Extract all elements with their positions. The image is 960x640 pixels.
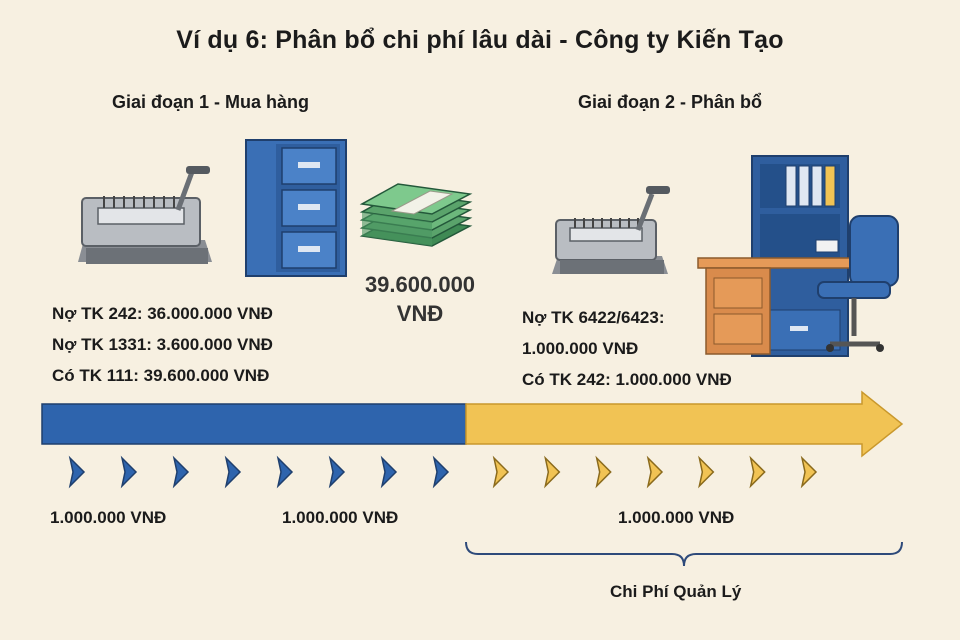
cash-amount: 39.600.000 VNĐ xyxy=(350,270,490,328)
phase-2-arrow xyxy=(465,390,904,458)
phase-1-title: Giai đoạn 1 - Mua hàng xyxy=(112,92,310,112)
tick-marker-blue xyxy=(172,455,190,489)
tick-marker-yellow xyxy=(595,455,612,489)
tick-marker-blue xyxy=(328,455,346,489)
page-title: Ví dụ 6: Phân bổ chi phí lâu dài - Công … xyxy=(176,26,784,54)
entry-debit-6422: Nợ TK 6422/6423: xyxy=(522,308,665,327)
tick-marker-blue xyxy=(120,455,138,489)
cash-stack-icon xyxy=(359,183,473,247)
brace xyxy=(465,541,903,567)
cash-amount-unit: VNĐ xyxy=(396,301,444,326)
tick-marker-blue xyxy=(380,455,398,489)
entry-debit-6422-amount: 1.000.000 VNĐ xyxy=(522,339,639,358)
segment-label-3: 1.000.000 VNĐ xyxy=(618,508,735,527)
tick-marker-yellow xyxy=(698,455,715,489)
phase-1-entries: Nợ TK 242: 36.000.000 VNĐ Nợ TK 1331: 3.… xyxy=(52,298,273,391)
binding-machine-small-icon xyxy=(552,186,670,274)
tick-marker-blue xyxy=(68,455,86,489)
phase-2-title: Giai đoạn 2 - Phân bổ xyxy=(578,92,763,112)
tick-marker-yellow xyxy=(800,455,818,489)
tick-marker-yellow xyxy=(492,455,510,489)
segment-label-2: 1.000.000 VNĐ xyxy=(282,508,399,527)
binding-machine-icon xyxy=(78,166,212,264)
filing-cabinet-icon xyxy=(245,139,347,277)
phase-1-bar xyxy=(41,403,467,445)
entry-credit-242: Có TK 242: 1.000.000 VNĐ xyxy=(522,370,732,389)
brace-label: Chi Phí Quản Lý xyxy=(610,582,742,601)
cash-amount-value: 39.600.000 xyxy=(364,272,476,297)
entry-credit-111: Có TK 111: 39.600.000 VNĐ xyxy=(52,366,270,385)
tick-marker-blue xyxy=(224,455,242,489)
office-desk-icon xyxy=(697,155,899,357)
tick-marker-yellow xyxy=(749,455,766,489)
tick-marker-yellow xyxy=(646,455,664,489)
tick-marker-blue xyxy=(276,455,294,489)
tick-marker-yellow xyxy=(544,455,561,489)
entry-debit-242: Nợ TK 242: 36.000.000 VNĐ xyxy=(52,304,273,323)
tick-marker-blue xyxy=(432,455,450,489)
segment-label-1: 1.000.000 VNĐ xyxy=(50,508,167,527)
phase-2-entries: Nợ TK 6422/6423: 1.000.000 VNĐ Có TK 242… xyxy=(522,302,732,395)
entry-debit-1331: Nợ TK 1331: 3.600.000 VNĐ xyxy=(52,335,273,354)
